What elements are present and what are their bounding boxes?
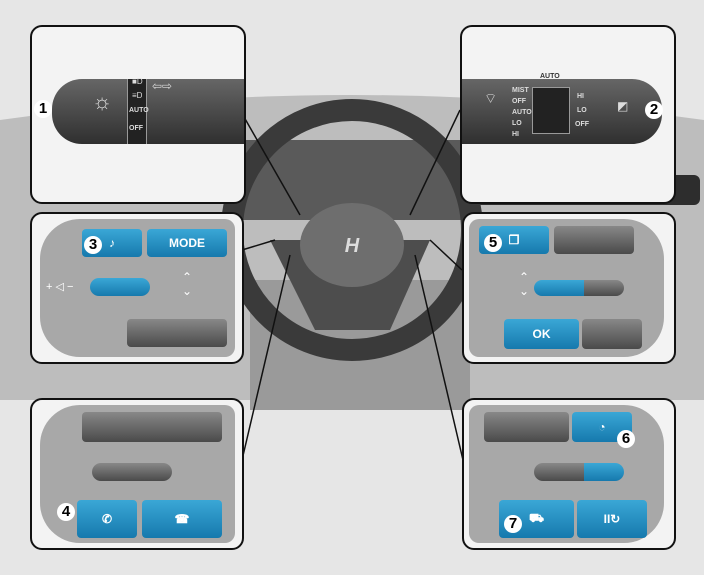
light-ring[interactable] (127, 79, 147, 144)
light-switch-icon: ☼ (92, 89, 113, 114)
front-wiper-icon: ⌔ (484, 90, 498, 106)
callout-3: 3 (84, 236, 102, 254)
panel-right-cluster-controls: ❐ ⌃⌄ OK 5 (462, 212, 676, 364)
volume-icon: + ◁ − (46, 281, 74, 293)
mist-label: MIST (512, 87, 529, 94)
hi-label: HI (512, 131, 519, 138)
rear-lo-label: LO (577, 107, 587, 114)
panel-phone-controls: ✆ ☎ 4 (30, 398, 244, 550)
scroll-wheel-blue[interactable] (534, 280, 584, 296)
panel-light-switch: ☼ ■D ≡D AUTO OFF ⇦⇨ 1 (30, 25, 246, 204)
cruise-control-icon: ◔ (598, 420, 606, 434)
callout-1: 1 (34, 100, 52, 118)
seek-up-down[interactable]: ⌃⌄ (182, 270, 193, 298)
callout-6: 6 (617, 430, 635, 448)
scroll-wheel-grey (534, 463, 584, 481)
volume-rocker[interactable] (90, 278, 150, 296)
light-lever[interactable] (52, 79, 244, 144)
auto-top-label: AUTO (540, 73, 560, 80)
headlight-icon: ■D (132, 77, 143, 86)
lower-button-left[interactable] (127, 319, 227, 347)
auto-label: AUTO (512, 109, 532, 116)
lo-label: LO (512, 120, 522, 127)
lower-button-right[interactable] (582, 319, 642, 349)
speed-set-switch[interactable] (584, 463, 624, 481)
menu-icon: ❐ (508, 233, 520, 247)
rear-wiper-icon: ◩ (617, 99, 629, 113)
brand-logo: H (345, 235, 360, 257)
turn-signal-icon: ⇦⇨ (152, 79, 173, 93)
call-end-button[interactable]: ☎ (142, 500, 222, 538)
panel-left-audio-controls: ♪ MODE + ◁ − ⌃⌄ 3 (30, 212, 244, 364)
rear-off-label: OFF (575, 121, 589, 128)
upper-button-left[interactable] (82, 412, 222, 442)
scroll-wheel-left[interactable] (92, 463, 172, 481)
scroll-up-down[interactable]: ⌃⌄ (519, 270, 530, 298)
cancel-icon: II↻ (603, 512, 621, 526)
airbag-hub (300, 203, 404, 287)
lane-assist-icon: ⛟ (528, 511, 545, 525)
callout-4: 4 (57, 503, 75, 521)
mode-button[interactable]: MODE (147, 229, 227, 257)
upper-button-right[interactable] (554, 226, 634, 254)
callout-2: 2 (645, 101, 663, 119)
off-label: OFF (512, 98, 526, 105)
sensitivity-dial[interactable] (532, 87, 570, 134)
panel-wiper-switch: ⌔ AUTO MIST OFF AUTO LO HI HI LO OFF ◩ 2 (460, 25, 676, 204)
panel-cruise-controls: ◔ ⛟ II↻ 6 7 (462, 398, 676, 550)
call-answer-icon: ✆ (101, 512, 113, 526)
cruise-cancel-button[interactable]: II↻ (577, 500, 647, 538)
call-answer-button[interactable]: ✆ (77, 500, 137, 538)
callout-7: 7 (504, 515, 522, 533)
ok-button[interactable]: OK (504, 319, 579, 349)
fog-light-icon: ≡D (132, 91, 143, 100)
off-label: OFF (129, 125, 143, 132)
voice-recognition-icon: ♪ (109, 236, 115, 250)
call-end-icon: ☎ (174, 512, 190, 526)
upper-button-right[interactable] (484, 412, 569, 442)
auto-label: AUTO (129, 107, 149, 114)
rear-hi-label: HI (577, 93, 584, 100)
scroll-wheel-grey (584, 280, 624, 296)
callout-5: 5 (484, 234, 502, 252)
